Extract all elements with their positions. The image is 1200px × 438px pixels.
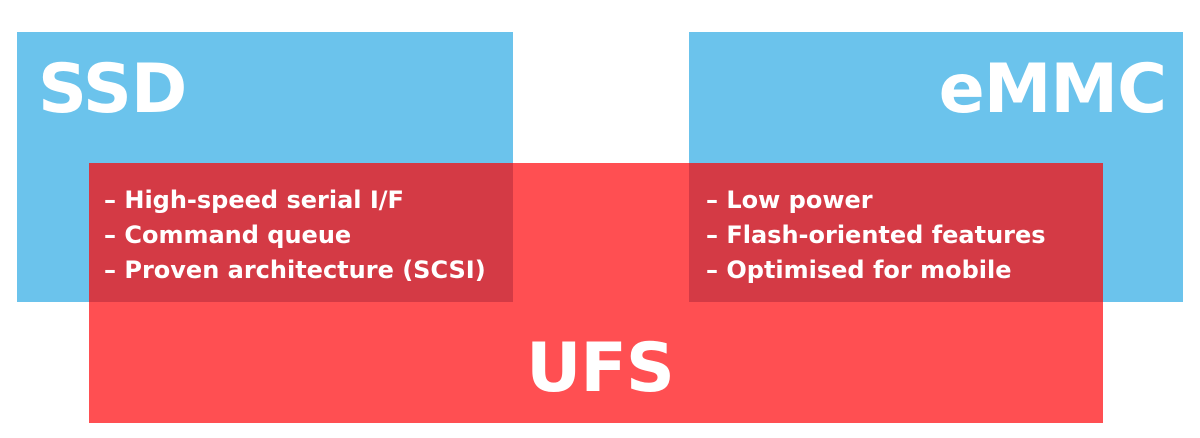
ssd-feature-item: – Command queue — [104, 221, 352, 249]
emmc-feature-item: – Optimised for mobile — [706, 256, 1012, 284]
ssd-title: SSD — [38, 50, 187, 129]
ssd-feature-list: – High-speed serial I/F – Command queue … — [104, 183, 486, 288]
ssd-ufs-overlap — [89, 163, 513, 302]
emmc-feature-list: – Low power – Flash-oriented features – … — [706, 183, 1046, 288]
ssd-feature-item: – High-speed serial I/F — [104, 186, 404, 214]
ssd-feature-item: – Proven architecture (SCSI) — [104, 256, 486, 284]
emmc-feature-item: – Low power — [706, 186, 873, 214]
emmc-feature-item: – Flash-oriented features — [706, 221, 1046, 249]
emmc-ufs-overlap — [689, 163, 1103, 302]
emmc-title: eMMC — [938, 50, 1167, 129]
ufs-title: UFS — [526, 329, 675, 408]
